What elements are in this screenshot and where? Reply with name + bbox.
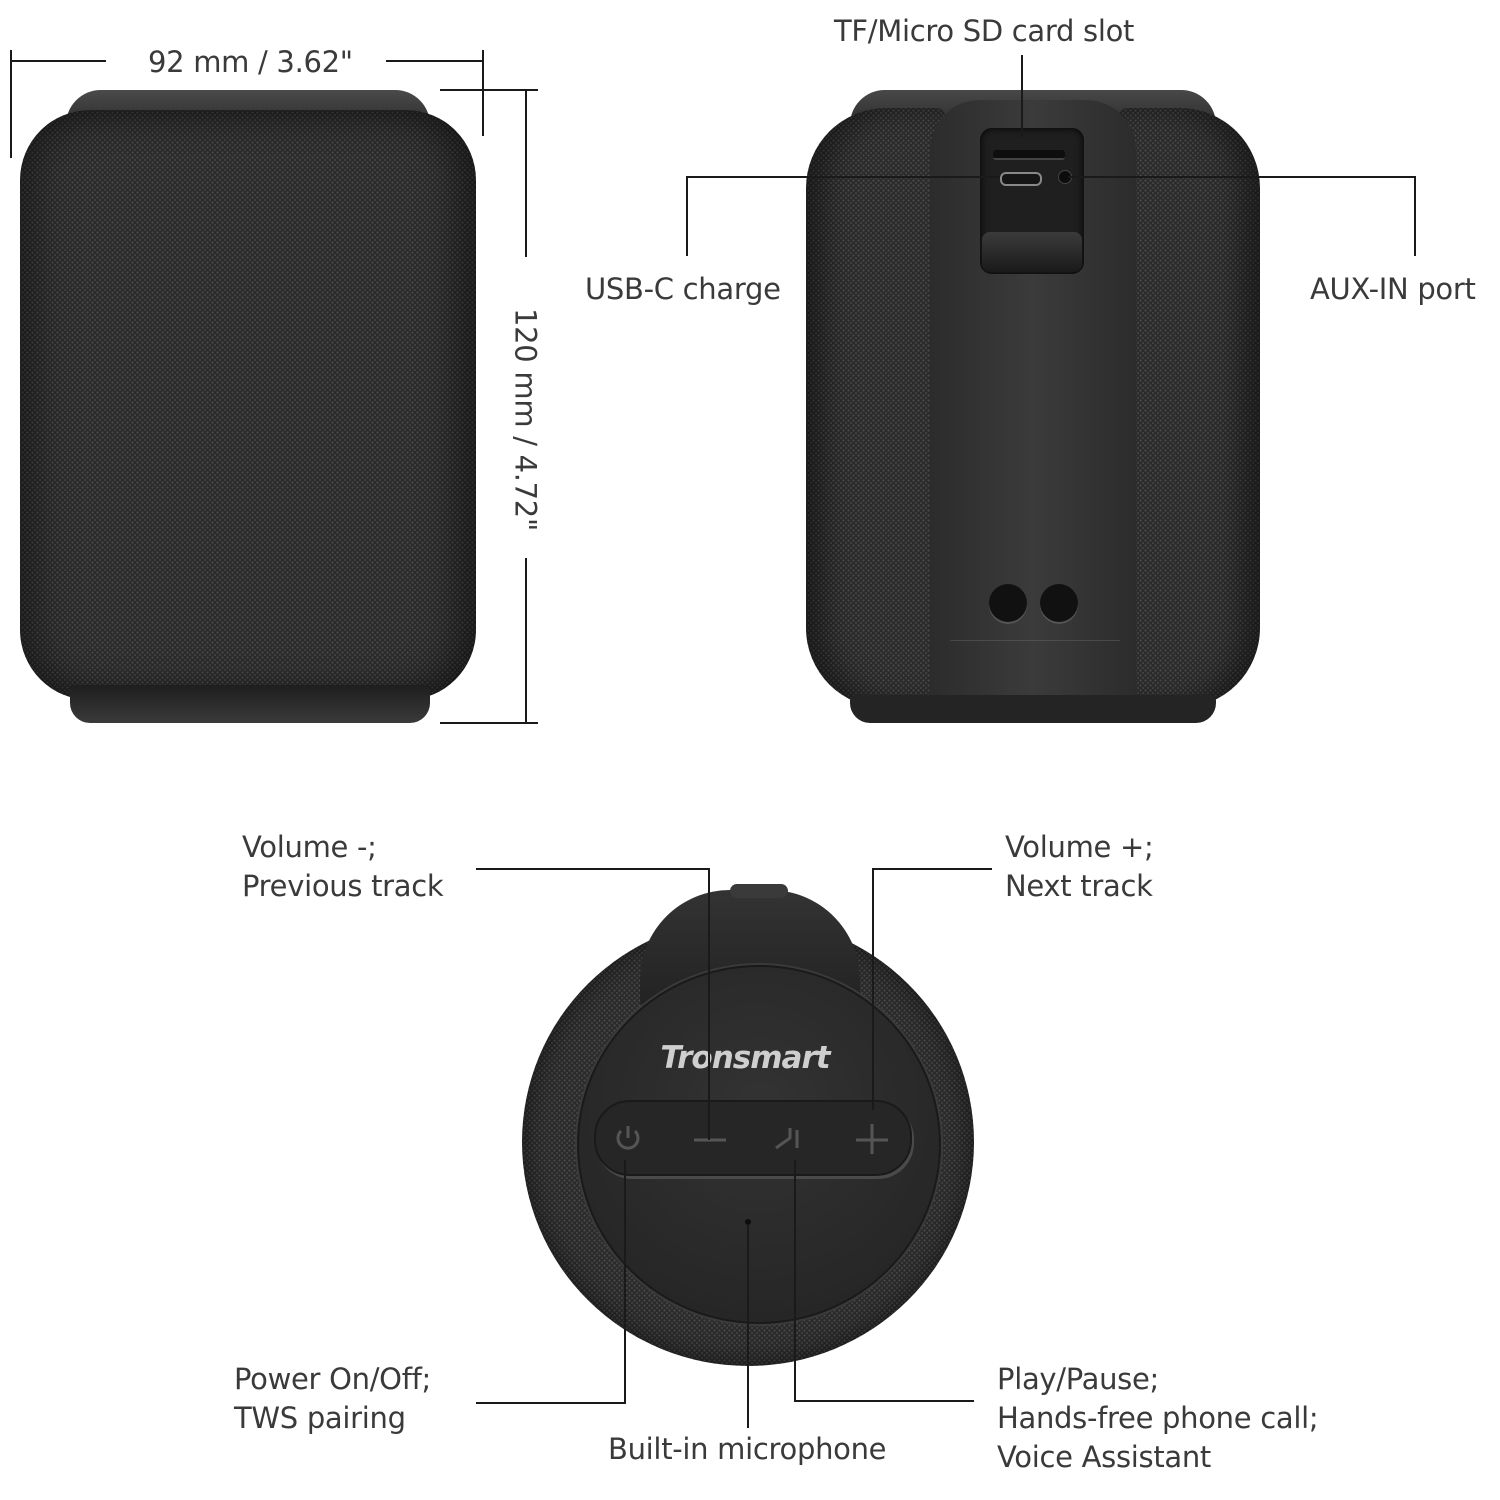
mount-hole-left (989, 584, 1027, 622)
regulatory-marks (950, 640, 1120, 691)
power-label: Power On/Off; TWS pairing (234, 1362, 431, 1435)
top-strap-button (730, 884, 788, 898)
microphone-label: Built-in microphone (608, 1432, 887, 1466)
aux-in-label: AUX-IN port (1310, 272, 1476, 306)
aux-callout-line-v (1414, 176, 1416, 256)
plus-icon (856, 1124, 888, 1154)
width-dimension-left-tick (10, 50, 12, 158)
brand-logo: Tronsmart (660, 1040, 830, 1076)
power-button[interactable] (608, 1118, 648, 1158)
sd-slot-label: TF/Micro SD card slot (834, 14, 1135, 48)
height-dimension-bottom-tick (440, 722, 538, 724)
volume-up-callout-h (872, 868, 992, 870)
port-cover-tab (982, 232, 1082, 272)
volume-up-callout-v (872, 868, 874, 1110)
speaker-fabric-body (20, 110, 476, 700)
play-pause-callout-h (794, 1400, 974, 1402)
volume-down-button[interactable] (688, 1120, 732, 1156)
minus-icon (694, 1138, 726, 1142)
volume-down-callout-v (708, 868, 710, 1140)
volume-down-callout-h (476, 868, 710, 870)
volume-up-button[interactable] (852, 1118, 892, 1158)
usb-c-label: USB-C charge (585, 272, 781, 306)
play-pause-callout-v (794, 1160, 796, 1402)
back-fabric-right (1118, 108, 1260, 708)
height-dimension-bottom-line (525, 558, 527, 724)
power-callout-v (624, 1160, 626, 1404)
height-dimension-label: 120 mm / 4.72" (508, 308, 543, 531)
back-base (850, 695, 1216, 723)
width-dimension-right-tick (482, 50, 484, 136)
usb-c-callout-line-h (686, 176, 1000, 178)
mic-callout-v (747, 1224, 749, 1428)
volume-up-label: Volume +; Next track (1005, 830, 1154, 903)
mount-hole-right (1040, 584, 1078, 622)
back-fabric-left (806, 108, 946, 708)
sd-slot-callout-line (1021, 55, 1023, 137)
power-icon (616, 1126, 640, 1150)
aux-callout-line-h (1068, 176, 1416, 178)
speaker-base (70, 685, 430, 723)
width-dimension-left-line (10, 60, 106, 62)
volume-down-label: Volume -; Previous track (242, 830, 444, 903)
play-pause-button[interactable] (770, 1120, 810, 1156)
power-callout-h (476, 1402, 626, 1404)
play-pause-icon (775, 1128, 799, 1150)
usb-c-callout-line-v (686, 176, 688, 256)
width-dimension-right-line (386, 60, 484, 62)
height-dimension-top-line (525, 89, 527, 257)
microphone-hole (745, 1219, 751, 1225)
height-dimension-top-tick (440, 89, 538, 91)
play-pause-label: Play/Pause; Hands-free phone call; Voice… (997, 1362, 1319, 1474)
sd-card-slot (993, 150, 1065, 160)
button-strip (594, 1100, 912, 1176)
width-dimension-label: 92 mm / 3.62" (148, 45, 353, 79)
usb-c-port (1000, 172, 1042, 186)
